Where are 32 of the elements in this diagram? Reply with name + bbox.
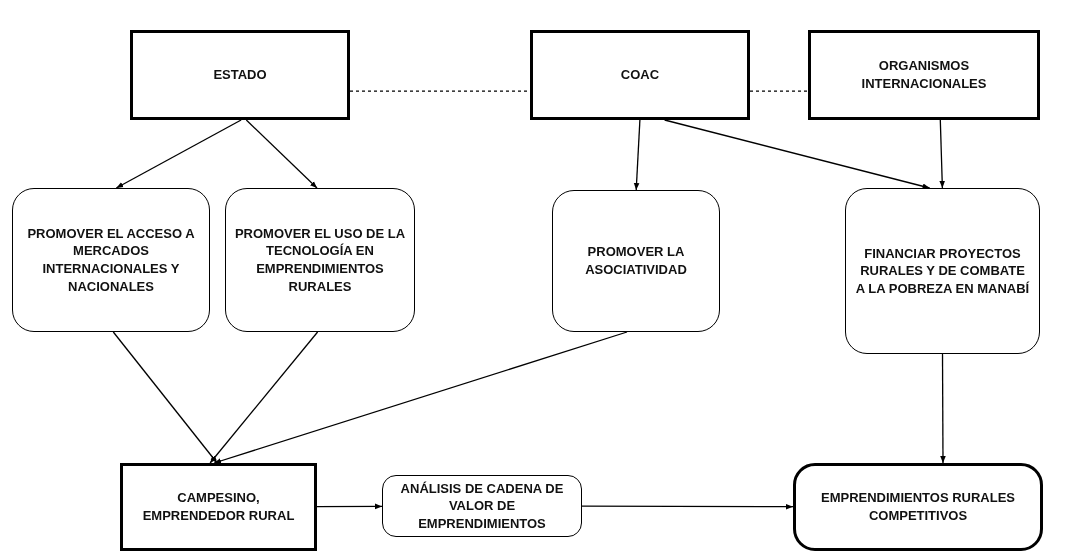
arrow bbox=[940, 353, 946, 464]
dotted-connector bbox=[749, 90, 809, 92]
box-label: COAC bbox=[620, 66, 660, 84]
arrow bbox=[581, 503, 794, 510]
box-label: PROMOVER EL USO DE LA TECNOLOGÍA EN EMPRENDIMIENTOS RURALES bbox=[234, 224, 406, 296]
box-label: ESTADO bbox=[213, 66, 267, 84]
process-box bbox=[382, 475, 582, 537]
actor-box bbox=[120, 463, 317, 551]
box-label: ORGANISMOS INTERNACIONALES bbox=[860, 57, 988, 93]
arrow bbox=[115, 119, 242, 189]
action-box bbox=[552, 190, 720, 332]
arrow bbox=[316, 503, 383, 510]
arrow bbox=[663, 119, 931, 189]
arrow bbox=[209, 331, 319, 464]
entity-box bbox=[530, 30, 750, 120]
arrow bbox=[245, 119, 318, 189]
entity-box bbox=[130, 30, 350, 120]
result-box bbox=[793, 463, 1043, 551]
action-box bbox=[225, 188, 415, 332]
action-box bbox=[12, 188, 210, 332]
box-label: ANÁLISIS DE CADENA DE VALOR DE EMPRENDIMIENTOS bbox=[399, 479, 565, 533]
box-label: PROMOVER LA ASOCIATIVIDAD bbox=[584, 243, 688, 279]
arrow bbox=[633, 119, 641, 191]
box-label: FINANCIAR PROYECTOS RURALES Y DE COMBATE A LA POBREZA EN MANABÍ bbox=[854, 244, 1031, 298]
action-box bbox=[845, 188, 1040, 354]
arrow bbox=[112, 331, 218, 464]
arrow bbox=[939, 119, 945, 189]
arrow bbox=[213, 331, 628, 464]
box-label: EMPRENDIMIENTOS RURALES COMPETITIVOS bbox=[819, 489, 1017, 525]
entity-box bbox=[808, 30, 1040, 120]
box-label: PROMOVER EL ACCESO A MERCADOS INTERNACIONALES Y NACIONALES bbox=[26, 224, 196, 296]
box-label: CAMPESINO, EMPRENDEDOR RURAL bbox=[141, 489, 296, 525]
